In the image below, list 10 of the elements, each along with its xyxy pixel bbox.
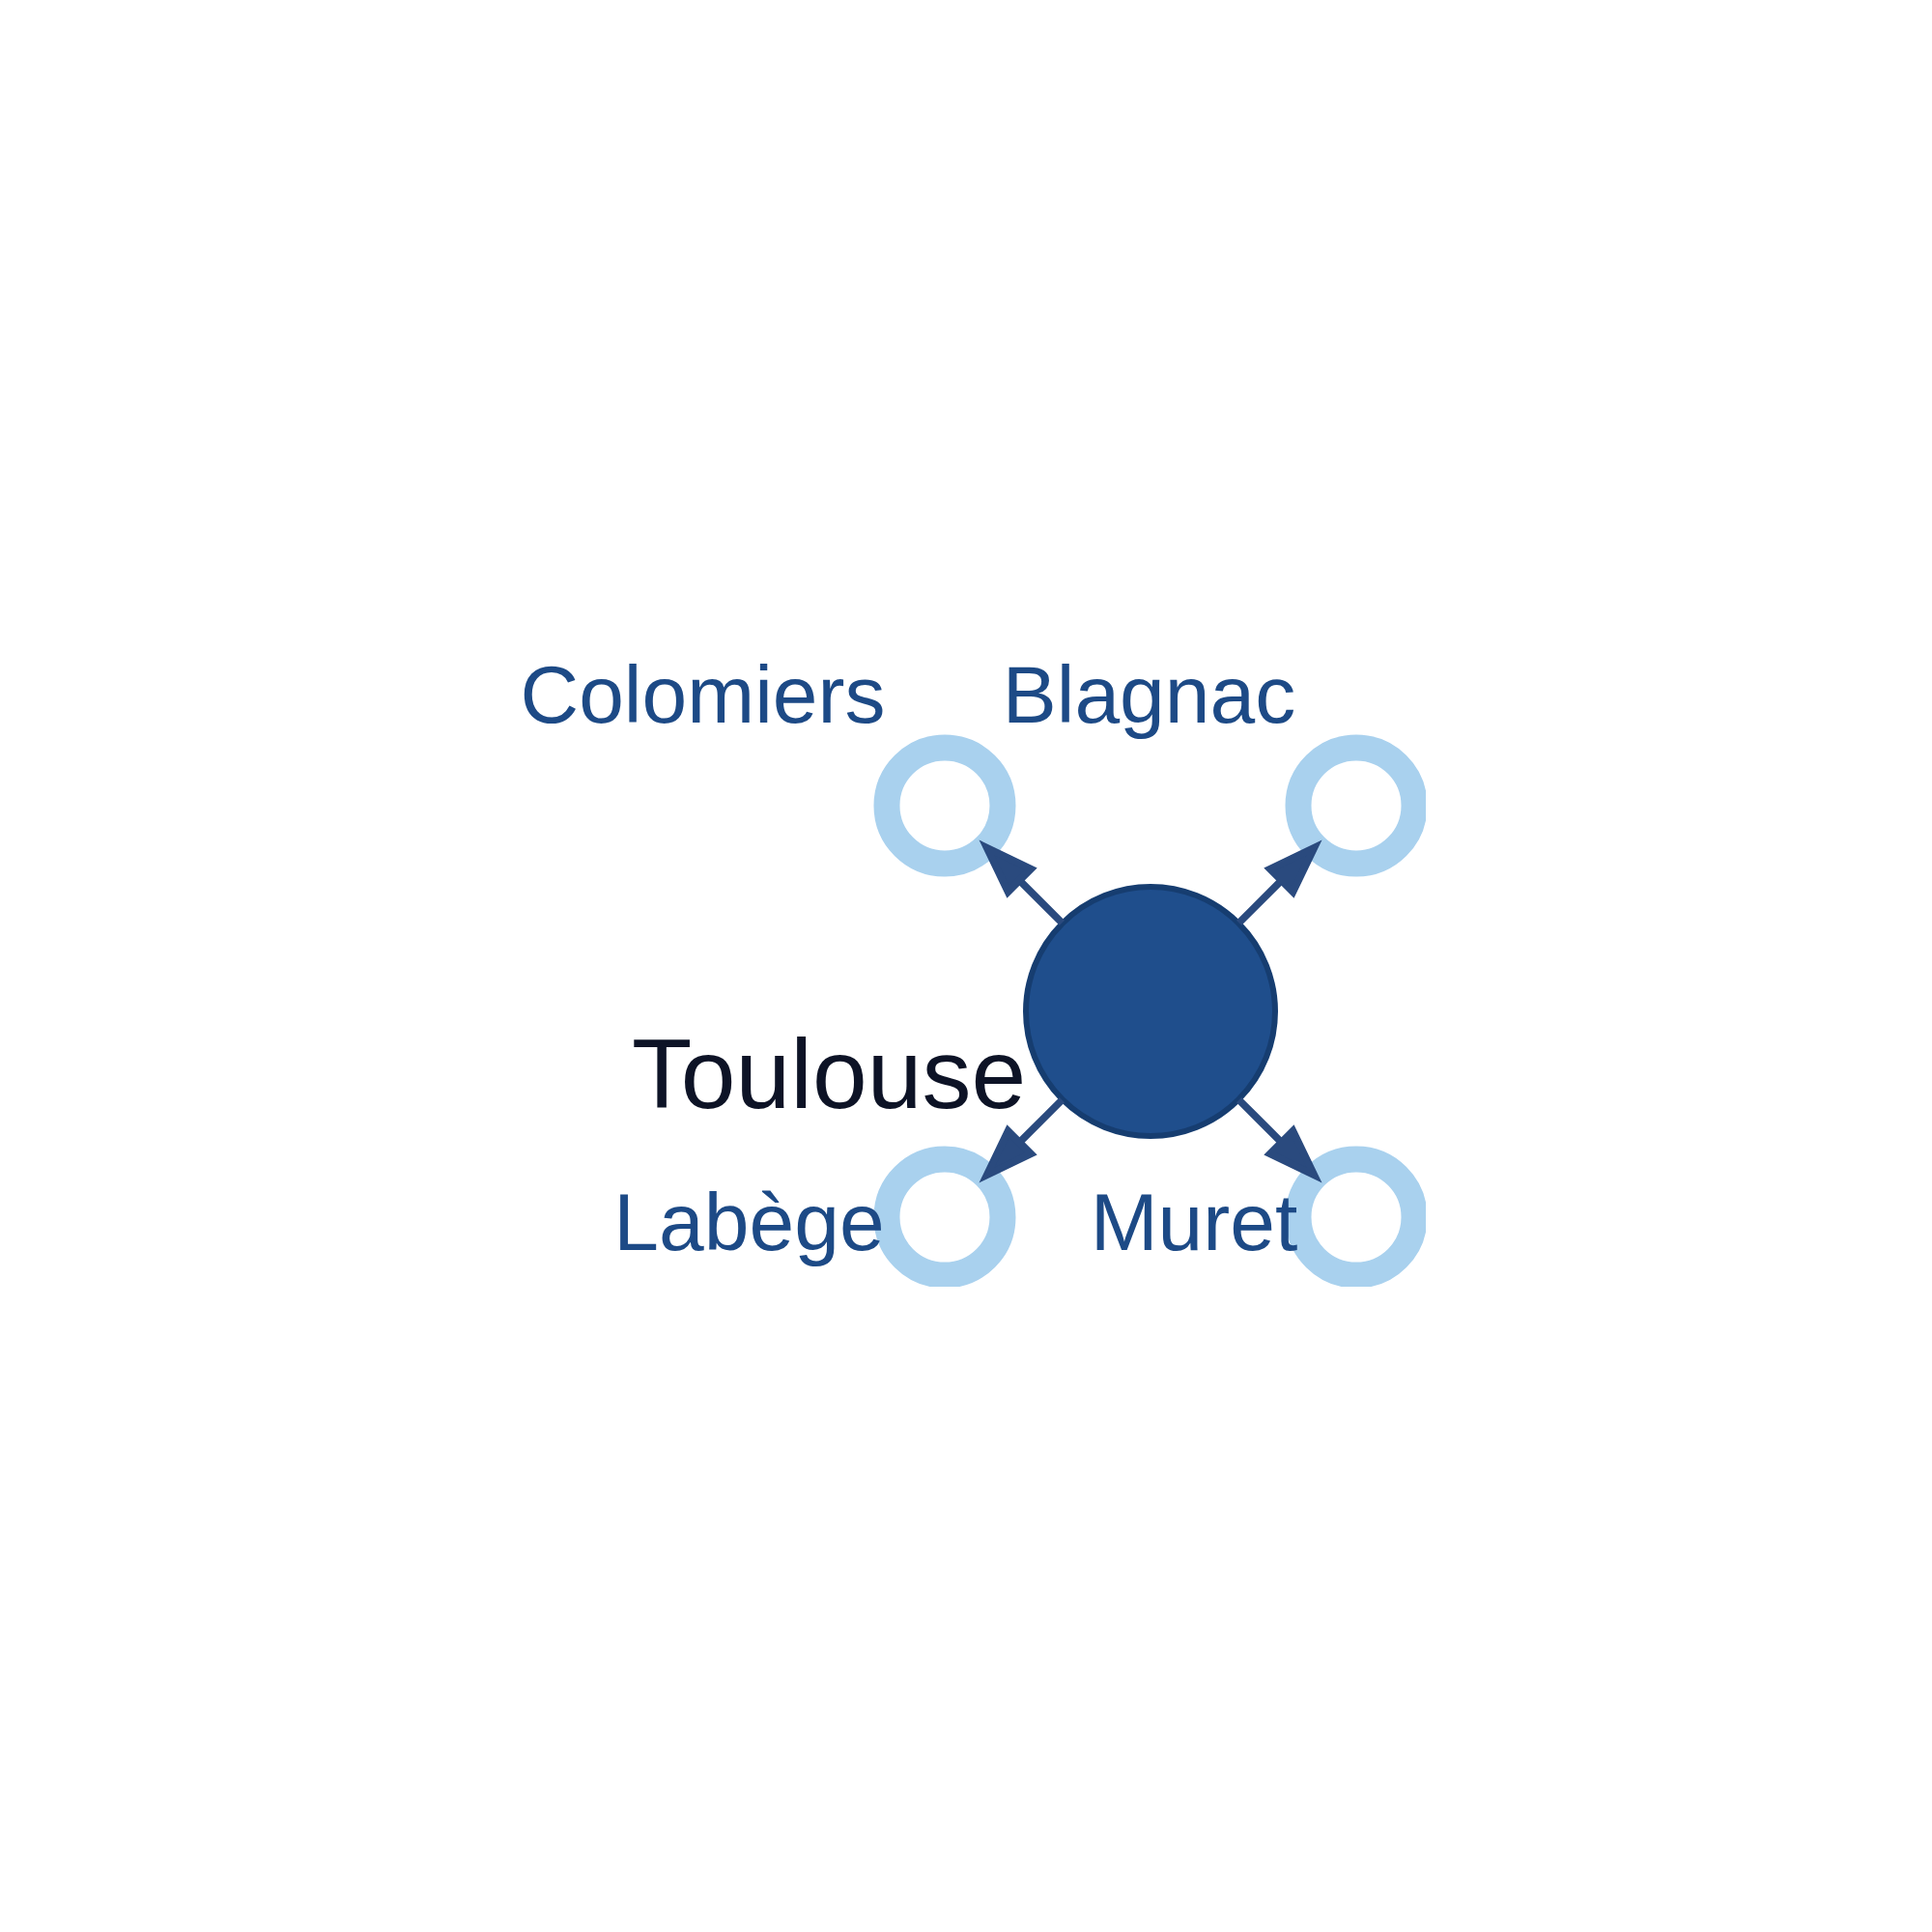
node-label: Colomiers bbox=[519, 648, 886, 740]
node-label: Blagnac bbox=[1002, 648, 1295, 740]
node-label: Toulouse bbox=[631, 1018, 1026, 1129]
node-label: Muret bbox=[1090, 1176, 1297, 1267]
node-circle bbox=[1022, 883, 1278, 1139]
node-label: Labège bbox=[612, 1176, 885, 1267]
arrow bbox=[1236, 838, 1322, 925]
arrow bbox=[1236, 1096, 1322, 1183]
arrow bbox=[978, 1096, 1065, 1183]
arrow bbox=[978, 838, 1065, 925]
